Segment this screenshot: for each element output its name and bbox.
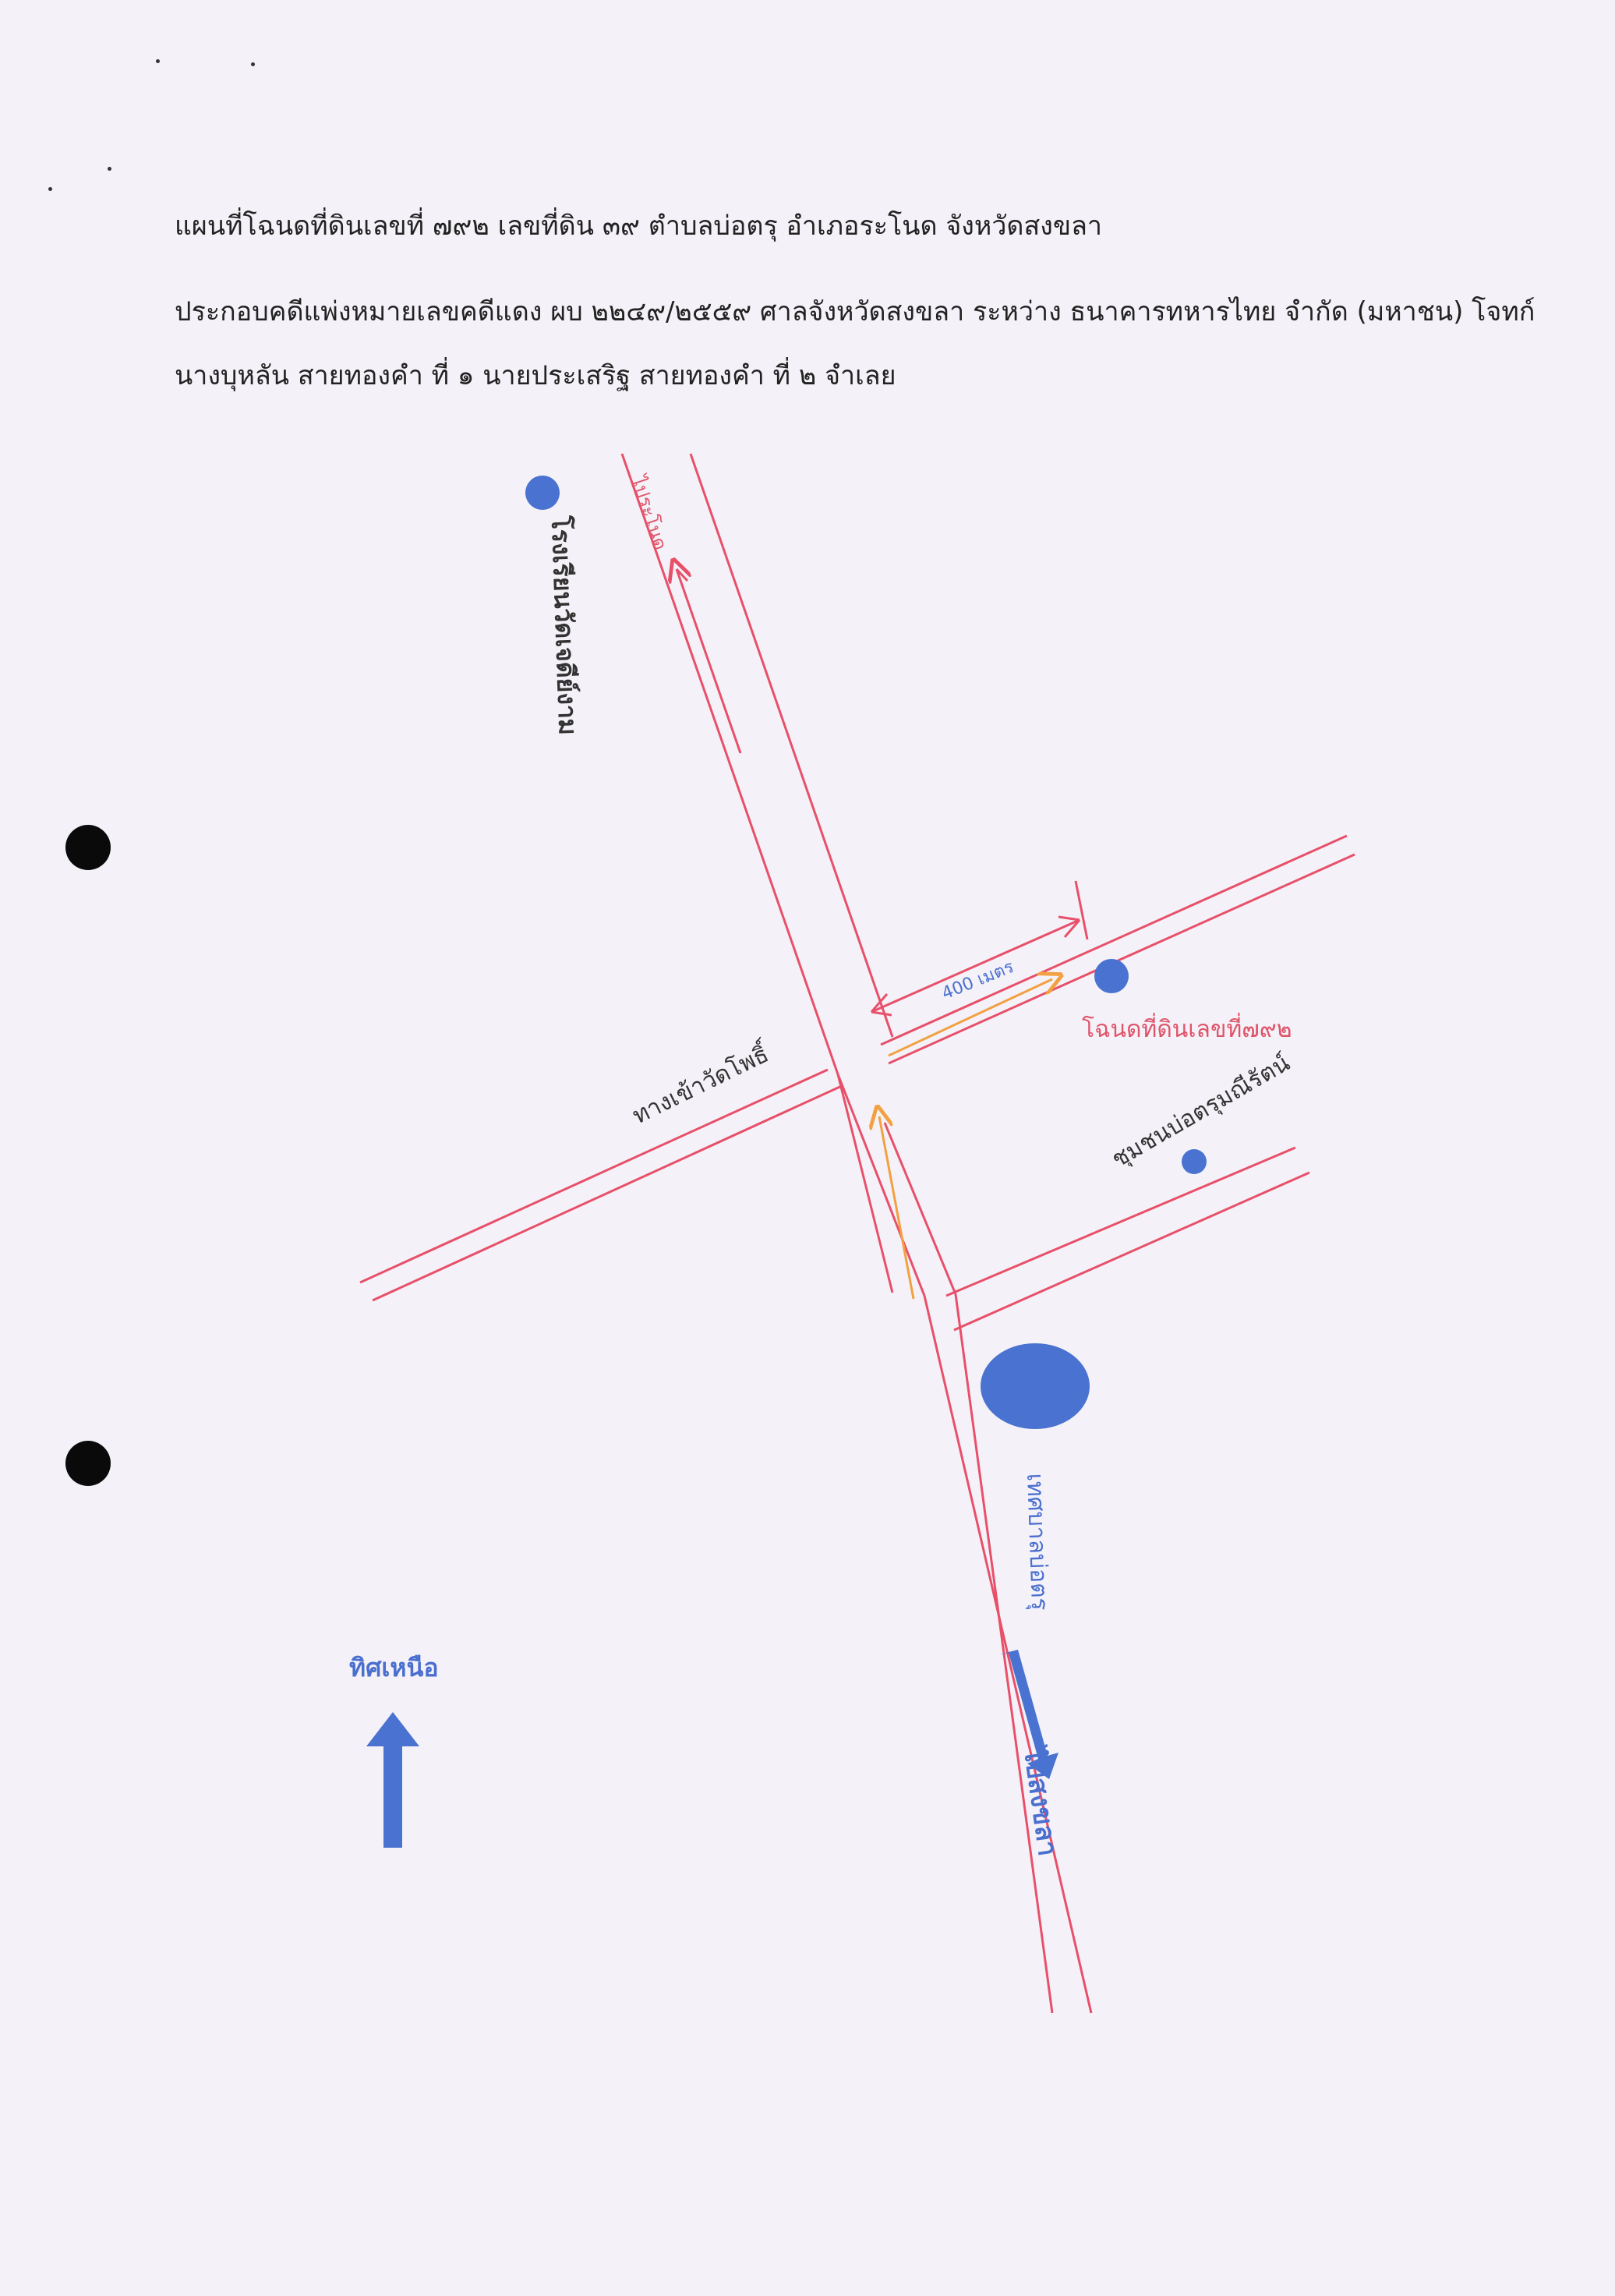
route-path [879, 979, 1052, 1300]
cross-road [359, 834, 1355, 1302]
school-label: โรงเรียนวัดเจดีย์งาม [546, 515, 583, 736]
land-deed-marker [1094, 959, 1129, 993]
scan-speck [156, 59, 160, 63]
main-road-west-edge [836, 1074, 894, 1293]
north-arrow-icon [366, 1712, 419, 1848]
north-label: ทิศเหนือ [349, 1653, 439, 1682]
branch-road [945, 1146, 1310, 1332]
to-ranot-arrow [677, 569, 742, 754]
scan-speck [48, 187, 52, 191]
land-deed-label: โฉนดที่ดินเลขที่๗๙๒ [1082, 1013, 1292, 1043]
municipality-marker [981, 1343, 1090, 1429]
distance-marker [870, 880, 1089, 1017]
wat-pho-road-label: ทางเข้าวัดโพธิ์ [627, 1036, 775, 1130]
map-title: แผนที่โฉนดที่ดินเลขที่ ๗๙๒ เลขที่ดิน ๓๙ … [175, 210, 1103, 242]
to-ranot-label: ไประโนด [627, 472, 672, 553]
punch-hole-top [65, 825, 111, 870]
punch-hole-bottom [65, 1441, 111, 1486]
main-road [620, 453, 1093, 2014]
scan-speck [108, 167, 111, 171]
scan-speck [251, 62, 255, 66]
community-marker [1182, 1149, 1207, 1174]
municipality-label: เทศบาลบ่อตรุ [1020, 1473, 1053, 1611]
case-description-line-1: ประกอบคดีแพ่งหมายเลขคดีแดง ผบ ๒๒๔๙/๒๕๕๙ … [175, 296, 1535, 327]
to-songkhla-arrow [999, 1650, 1058, 1779]
case-description-line-2: นางบุหลัน สายทองคำ ที่ ๑ นายประเสริฐ สาย… [175, 360, 896, 391]
school-marker [525, 476, 560, 510]
